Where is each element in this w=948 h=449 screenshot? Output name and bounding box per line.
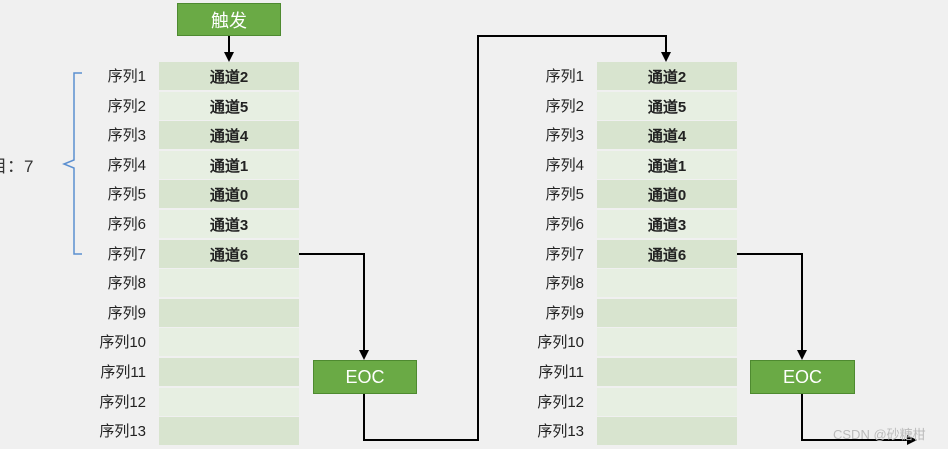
channel-cell	[159, 299, 299, 327]
channel-cell	[597, 388, 737, 416]
channel-cell	[159, 328, 299, 356]
eoc-label: EOC	[782, 366, 822, 387]
sequence-label: 序列5	[545, 186, 584, 203]
channel-cell	[159, 417, 299, 445]
sequence-label: 序列5	[107, 186, 146, 203]
sequence-label: 序列13	[99, 423, 146, 440]
next-arrow	[801, 393, 917, 445]
eoc-label: EOC	[345, 366, 385, 387]
channel-cell: 通道2	[159, 62, 299, 90]
sequence-label: 序列1	[545, 68, 584, 85]
channel-cell: 通道3	[597, 210, 737, 238]
eoc-box-right: EOC	[750, 360, 855, 394]
left-eoc-arrow	[299, 253, 369, 360]
channel-cell: 通道1	[597, 151, 737, 179]
sequence-label: 序列2	[107, 98, 146, 115]
group-brace	[61, 72, 82, 255]
sequence-label: 序列6	[107, 216, 146, 233]
channel-cell: 通道6	[159, 240, 299, 268]
channel-cell	[597, 417, 737, 445]
channel-cell	[597, 328, 737, 356]
channel-cell	[597, 299, 737, 327]
channel-cell: 通道3	[159, 210, 299, 238]
sequence-label: 序列12	[99, 394, 146, 411]
sequence-label: 序列11	[538, 364, 584, 381]
channel-cell: 通道1	[159, 151, 299, 179]
watermark: CSDN @砂糖柑	[833, 427, 926, 442]
channel-cell: 通道4	[597, 121, 737, 149]
trigger-label: 触发	[211, 10, 247, 31]
sequence-label: 序列9	[545, 305, 584, 322]
sequence-label: 序列4	[107, 157, 146, 174]
sequence-label: 序列8	[107, 275, 146, 292]
channel-cell: 通道5	[597, 92, 737, 120]
sequence-label: 序列9	[107, 305, 146, 322]
sequence-label: 序列3	[107, 127, 146, 144]
channel-count-label: 目：7	[0, 157, 34, 176]
channel-cell: 通道4	[159, 121, 299, 149]
channel-cell	[159, 388, 299, 416]
sequence-label: 序列1	[107, 68, 146, 85]
sequence-label: 序列6	[545, 216, 584, 233]
sequence-label: 序列4	[545, 157, 584, 174]
sequence-label: 序列7	[107, 246, 146, 263]
channel-cell: 通道2	[597, 62, 737, 90]
channel-cell: 通道6	[597, 240, 737, 268]
sequence-label: 序列8	[545, 275, 584, 292]
channel-cell	[597, 358, 737, 386]
sequence-label: 序列13	[537, 423, 584, 440]
sequence-label: 序列10	[99, 334, 146, 351]
sequence-label: 序列10	[537, 334, 584, 351]
right-eoc-arrow	[737, 253, 807, 360]
channel-cell: 通道5	[159, 92, 299, 120]
channel-cell	[159, 269, 299, 297]
sequence-label: 序列7	[545, 246, 584, 263]
sequence-label: 序列2	[545, 98, 584, 115]
channel-cell: 通道0	[159, 180, 299, 208]
channel-cell	[597, 269, 737, 297]
sequence-label: 序列12	[537, 394, 584, 411]
sequence-label: 序列3	[545, 127, 584, 144]
channel-cell	[159, 358, 299, 386]
channel-cell: 通道0	[597, 180, 737, 208]
trigger-box: 触发	[177, 3, 281, 36]
sequence-label: 序列11	[100, 364, 146, 381]
eoc-box-left: EOC	[313, 360, 417, 394]
retrigger-arrow	[363, 35, 671, 441]
